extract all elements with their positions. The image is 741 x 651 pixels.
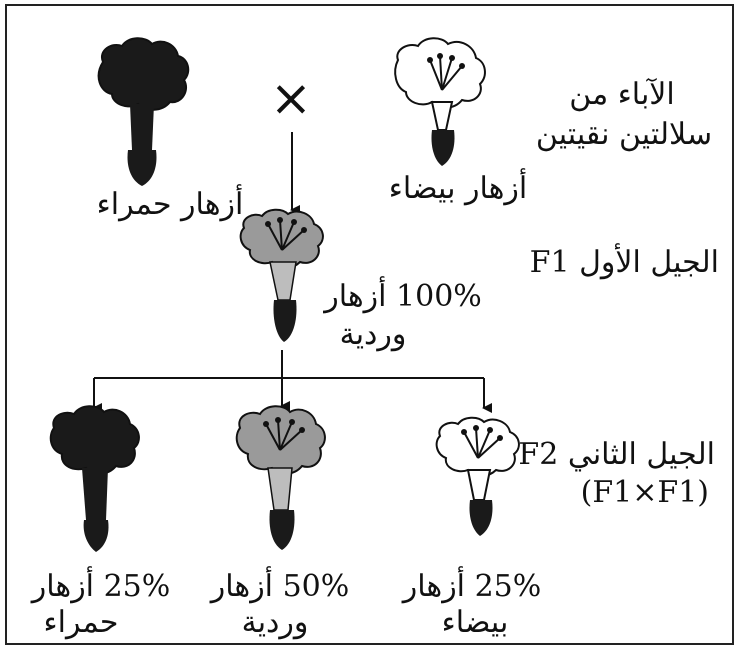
f1-result-line2: وردية	[339, 317, 407, 352]
parent-white-flower	[394, 37, 486, 166]
f2-red-flower	[49, 405, 140, 552]
parents-label-line1: الآباء من	[569, 77, 675, 112]
f1-label: الجيل الأول F1	[529, 245, 719, 280]
f2-cross-label: (F1×F1)	[580, 475, 709, 510]
f2-pink-result-line2: وردية	[241, 605, 309, 640]
diagram-frame	[5, 4, 734, 645]
cross-symbol: ×	[270, 69, 312, 127]
parents-label-line2: سلالتين نقيتين	[535, 117, 713, 152]
f2-pink-result-line1: 50% أزهار	[210, 569, 350, 604]
red-flowers-label: أزهار حمراء	[96, 187, 244, 222]
f2-pink-flower	[235, 405, 326, 550]
f2-white-flower	[435, 416, 520, 536]
f1-result-line1: 100% أزهار	[324, 279, 482, 314]
f2-label: الجيل الثاني F2	[518, 437, 715, 472]
f2-branch-arrows	[92, 350, 492, 413]
f1-pink-flower	[239, 208, 324, 342]
f2-white-result-line2: بيضاء	[441, 605, 509, 640]
f2-white-result-line1: 25% أزهار	[402, 569, 542, 604]
parent-red-flower	[97, 37, 190, 186]
white-flowers-label: أزهار بيضاء	[388, 171, 528, 206]
f2-red-result-line2: حمراء	[43, 605, 119, 640]
f2-red-result-line1: 25% أزهار	[31, 569, 171, 604]
